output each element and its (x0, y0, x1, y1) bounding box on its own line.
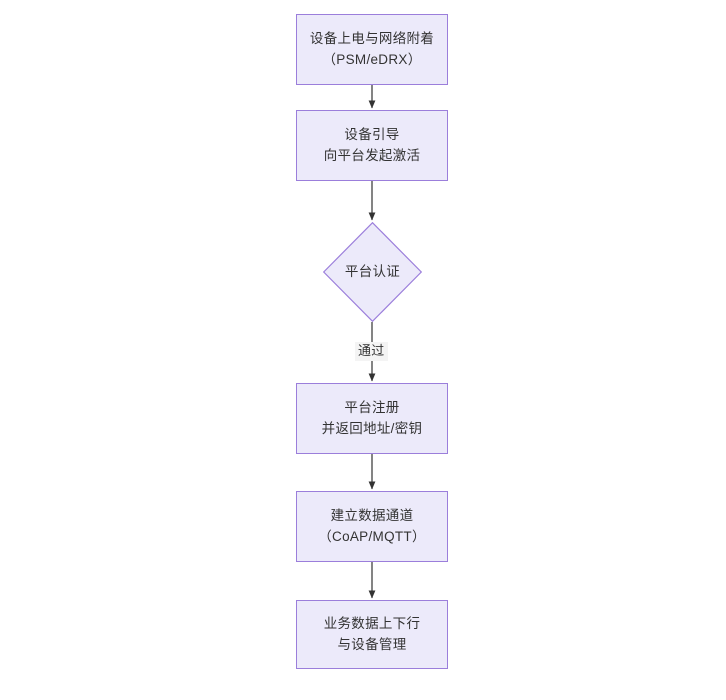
node-platform-register-line-1: 平台注册 (344, 399, 400, 415)
node-power-on-line-1: 设备上电与网络附着 (309, 30, 435, 46)
node-service-data[interactable]: 业务数据上下行 与设备管理 (296, 600, 448, 669)
node-platform-auth-label: 平台认证 (344, 263, 401, 279)
node-service-data-line-1: 业务数据上下行 (323, 615, 421, 631)
node-data-channel-line-1: 建立数据通道 (330, 507, 414, 523)
node-platform-register[interactable]: 平台注册 并返回地址/密钥 (296, 383, 448, 454)
node-bootstrap-line-1: 设备引导 (344, 126, 400, 142)
node-power-on-line-2: （PSM/eDRX） (322, 51, 422, 67)
node-bootstrap-line-2: 向平台发起激活 (323, 147, 421, 163)
diamond-shape (323, 222, 422, 322)
node-data-channel[interactable]: 建立数据通道 （CoAP/MQTT） (296, 491, 448, 562)
node-bootstrap[interactable]: 设备引导 向平台发起激活 (296, 110, 448, 181)
edge-label-pass: 通过 (355, 342, 388, 361)
node-power-on[interactable]: 设备上电与网络附着 （PSM/eDRX） (296, 14, 448, 85)
node-platform-auth[interactable]: 平台认证 (323, 222, 422, 322)
node-platform-register-line-2: 并返回地址/密钥 (321, 420, 423, 436)
node-data-channel-line-2: （CoAP/MQTT） (318, 528, 426, 544)
node-service-data-line-2: 与设备管理 (337, 636, 407, 652)
